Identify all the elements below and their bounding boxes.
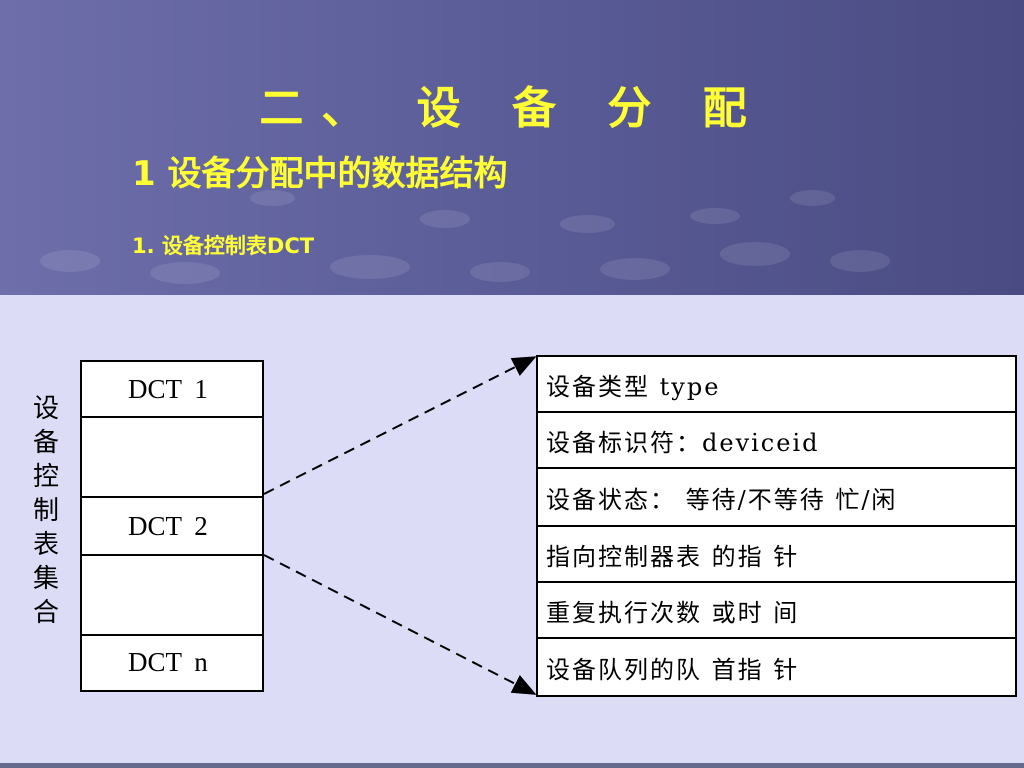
slide-header: 二、 设 备 分 配 1 设备分配中的数据结构 1. 设备控制表DCT <box>0 0 1024 295</box>
field-device-status: 设备状态： 等待/不等待 忙/闲 <box>538 469 1015 527</box>
decor-dot <box>40 250 100 272</box>
dashed-arrow-bottom <box>263 554 537 695</box>
decor-dot <box>690 208 740 224</box>
dct-row-1: DCT 1 <box>82 362 262 418</box>
side-label-char: 设 <box>32 394 59 424</box>
field-controller-pointer: 指向控制器表 的指 针 <box>538 527 1015 583</box>
side-label-char: 集 <box>32 564 59 594</box>
footer-line <box>0 763 1024 768</box>
decor-dot <box>330 255 410 279</box>
decor-dot <box>150 262 220 284</box>
decor-dot <box>830 250 890 272</box>
side-label-char: 制 <box>32 496 59 526</box>
field-device-type: 设备类型 type <box>538 357 1015 413</box>
decor-dot <box>600 258 670 280</box>
field-retry-count: 重复执行次数 或时 间 <box>538 583 1015 639</box>
dct-row-2: DCT 2 <box>82 498 262 556</box>
field-queue-head-pointer: 设备队列的队 首指 针 <box>546 655 800 684</box>
slide-title: 二、 设 备 分 配 <box>259 83 765 134</box>
side-label-dct-set: 设 备 控 制 表 集 合 <box>30 392 62 630</box>
decor-dot <box>720 242 790 266</box>
decor-dot <box>560 215 615 233</box>
field-device-id: 设备标识符：deviceid <box>538 413 1015 469</box>
decor-dot <box>470 262 530 282</box>
decor-dot <box>420 210 470 228</box>
dct-structure-table: 设备类型 type 设备标识符：deviceid 设备状态： 等待/不等待 忙/… <box>536 355 1017 697</box>
side-label-char: 控 <box>32 462 59 492</box>
dct-row-n: DCT n <box>128 647 208 677</box>
side-label-char: 备 <box>32 428 59 458</box>
side-label-char: 合 <box>32 598 59 628</box>
dct-set-table: DCT 1 DCT 2 DCT n <box>80 360 264 692</box>
side-label-char: 表 <box>32 530 59 560</box>
decor-dot <box>250 190 295 206</box>
section-subsubtitle: 1. 设备控制表DCT <box>132 234 315 258</box>
decor-dot <box>790 190 835 206</box>
dct-row-gap <box>82 418 262 498</box>
section-subtitle: 1 设备分配中的数据结构 <box>132 154 508 194</box>
dashed-arrow-top <box>263 356 537 495</box>
dct-row-gap <box>82 556 262 636</box>
